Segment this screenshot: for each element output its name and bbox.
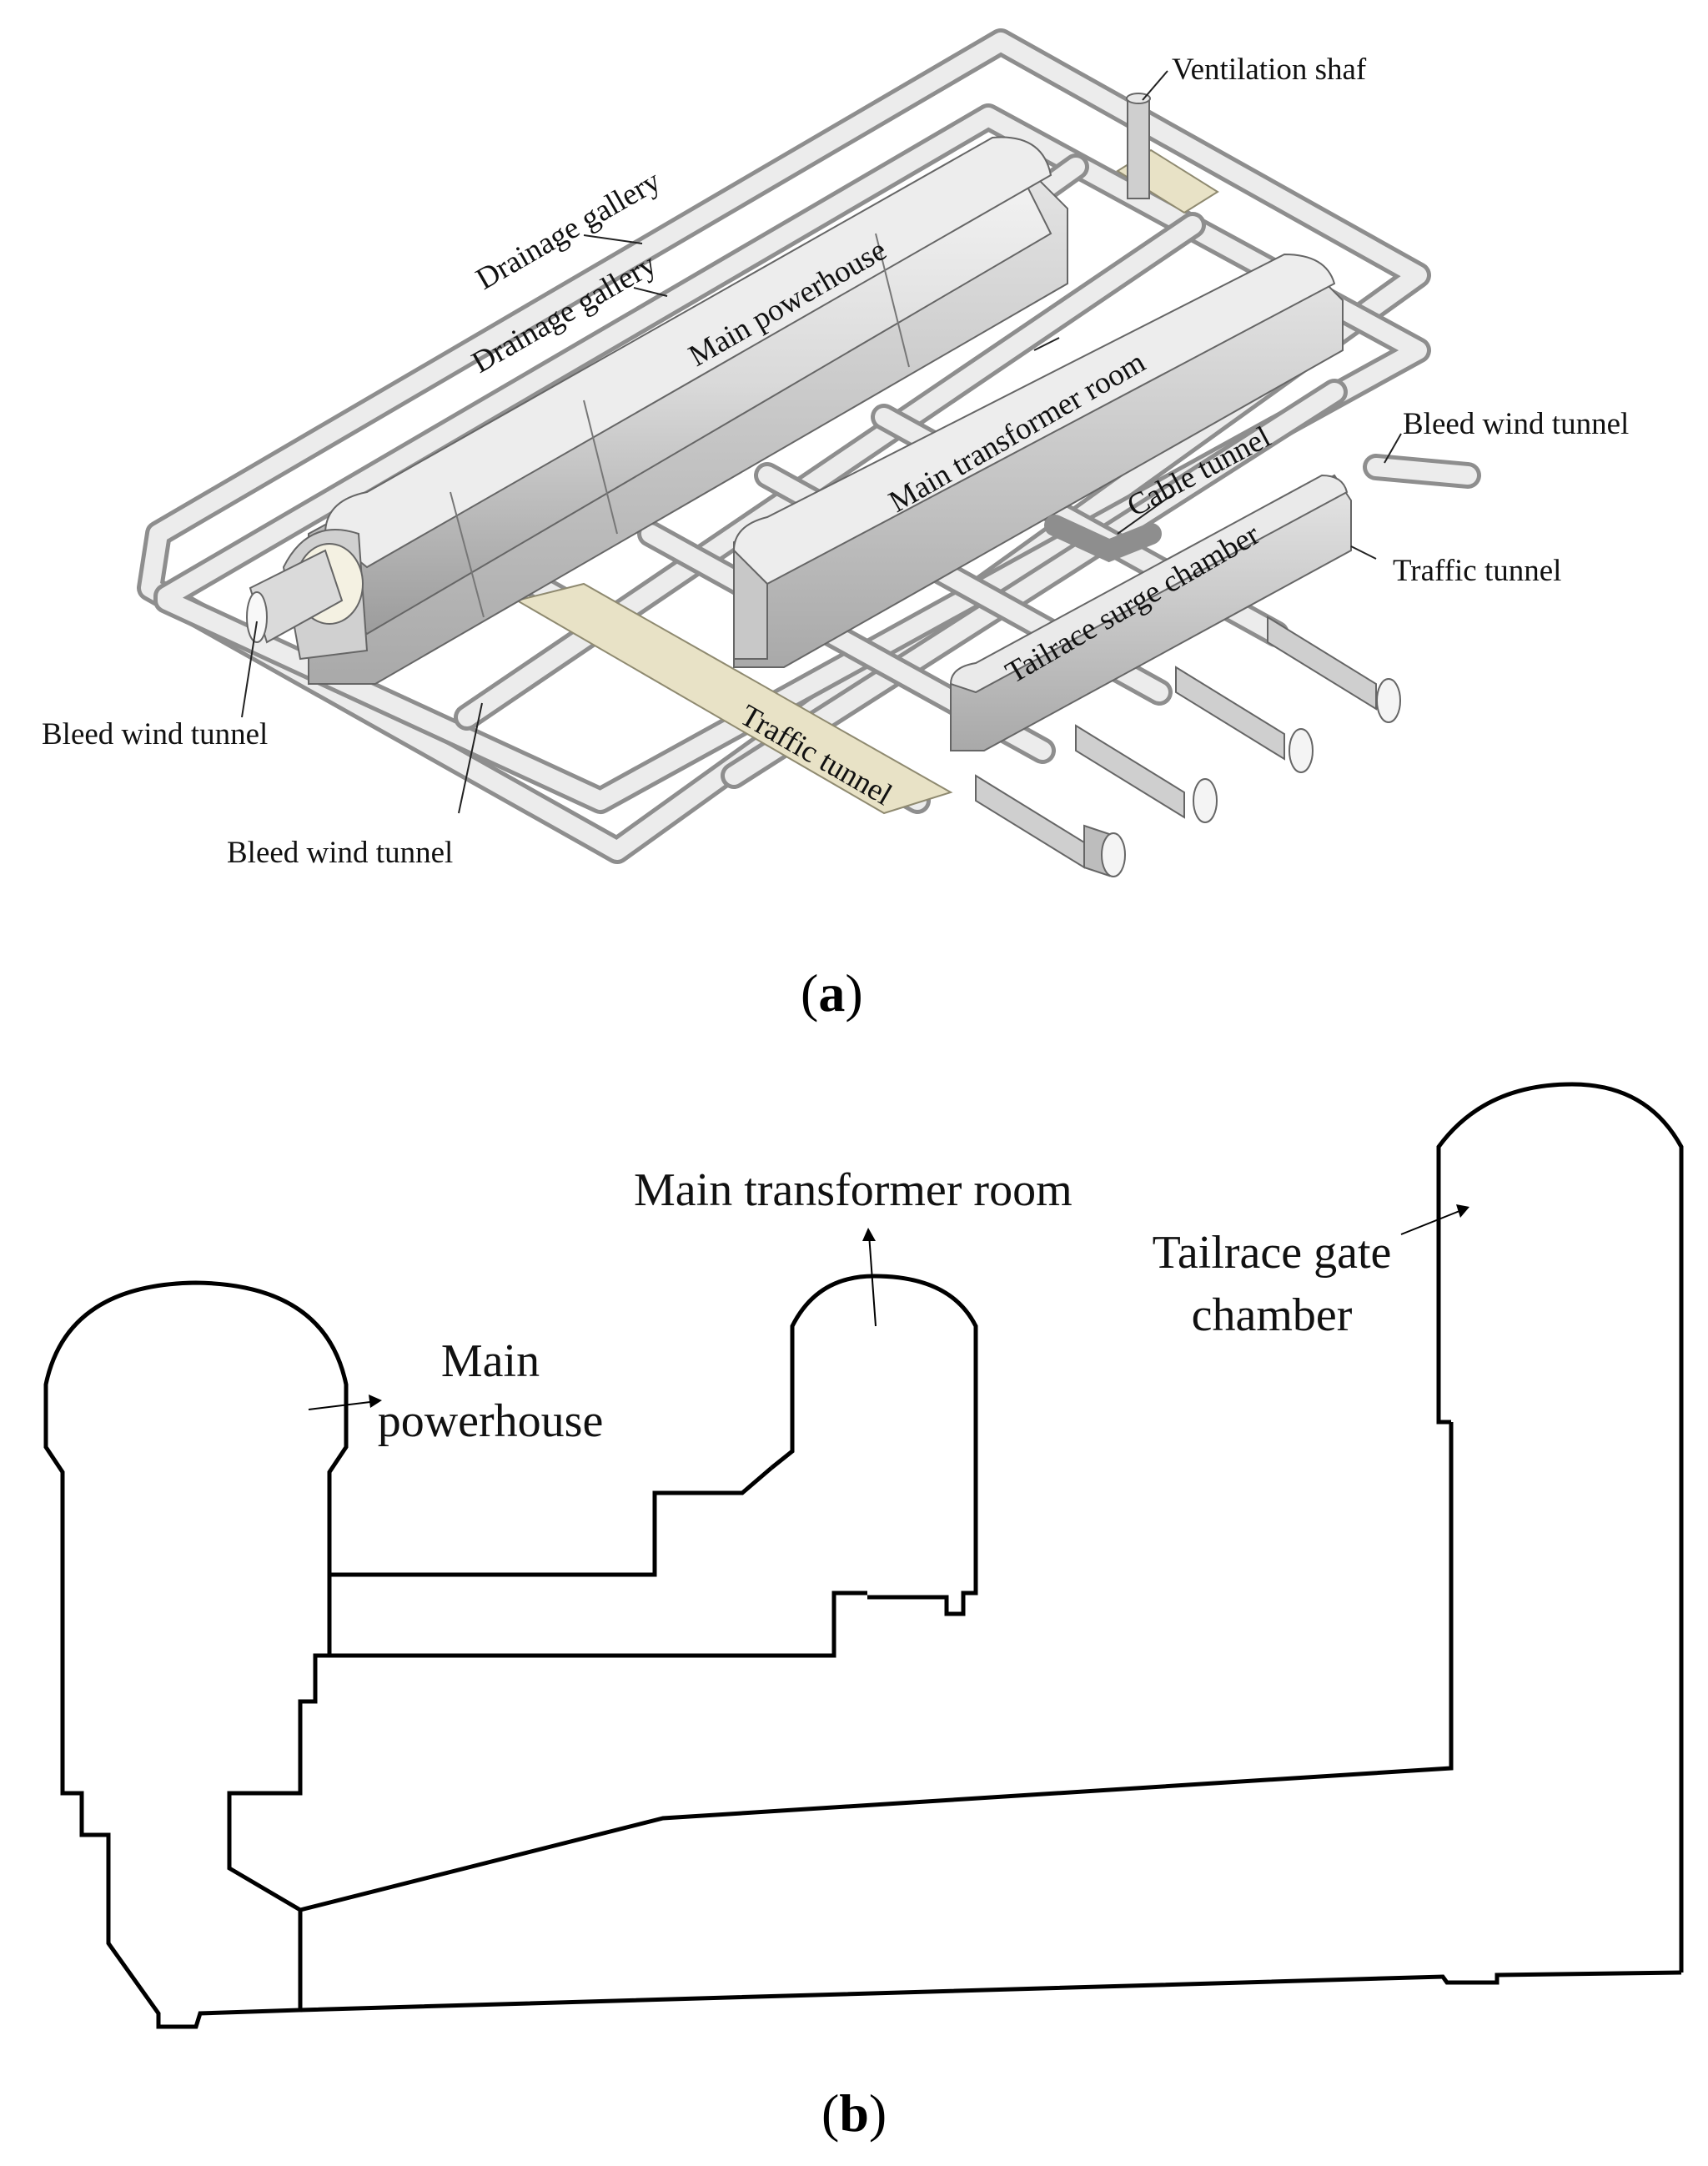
arrow-head-powerhouse bbox=[369, 1395, 382, 1408]
tailrace-gate-chamber-outline bbox=[1436, 1082, 1684, 1973]
panel-label-a-letter: a bbox=[818, 963, 845, 1023]
main-transformer-room-outline bbox=[770, 1274, 978, 1616]
label-main-powerhouse-line1: Main bbox=[441, 1335, 540, 1387]
label-tailrace-gate-line1: Tailrace gate bbox=[1153, 1227, 1392, 1279]
main-transformer-room-3d bbox=[732, 253, 1344, 668]
panel-label-b: (b) bbox=[821, 2083, 887, 2143]
connecting-tunnel-upper bbox=[329, 1466, 773, 1577]
label-main-powerhouse-line2: powerhouse bbox=[378, 1395, 604, 1447]
traffic-tunnel-slab bbox=[515, 582, 953, 815]
arrow-head-transformer bbox=[862, 1228, 876, 1241]
panel-label-b-letter: b bbox=[839, 2083, 869, 2143]
tailrace-tunnel-lower bbox=[299, 1970, 1682, 2013]
label-ventilation-shaft: Ventilation shaf bbox=[1172, 53, 1367, 87]
panel-b-arrows bbox=[308, 1204, 1469, 1410]
label-main-transformer-room-section: Main transformer room bbox=[634, 1164, 1073, 1216]
cable-tunnel-3d bbox=[1044, 515, 1162, 563]
panel-a-leader-lines bbox=[241, 70, 1402, 814]
tailrace-surge-chamber-3d bbox=[949, 474, 1401, 877]
label-bleed-wind-tunnel-bottom: Bleed wind tunnel bbox=[227, 836, 453, 870]
main-powerhouse-3d bbox=[246, 136, 1068, 685]
tailrace-tunnel-upper bbox=[299, 1422, 1454, 1912]
panel-label-a: (a) bbox=[801, 963, 863, 1023]
panel-a-3d-layout: Ventilation shaf Drainage gallery Draina… bbox=[42, 28, 1629, 1023]
inner-drainage-gallery bbox=[153, 103, 1431, 814]
ventilation-shaft-3d bbox=[1126, 93, 1151, 199]
arrow-head-tailrace-gate bbox=[1456, 1204, 1469, 1218]
label-tailrace-gate-line2: chamber bbox=[1192, 1289, 1353, 1341]
panel-b-cross-section: Main transformer room Tailrace gate cham… bbox=[43, 1082, 1684, 2143]
main-powerhouse-outline bbox=[43, 1280, 349, 2029]
connecting-tunnel-lower bbox=[329, 1591, 867, 1658]
label-bleed-wind-tunnel-left: Bleed wind tunnel bbox=[42, 717, 268, 751]
label-traffic-tunnel-right: Traffic tunnel bbox=[1393, 554, 1561, 588]
label-bleed-wind-tunnel-right: Bleed wind tunnel bbox=[1403, 407, 1629, 441]
